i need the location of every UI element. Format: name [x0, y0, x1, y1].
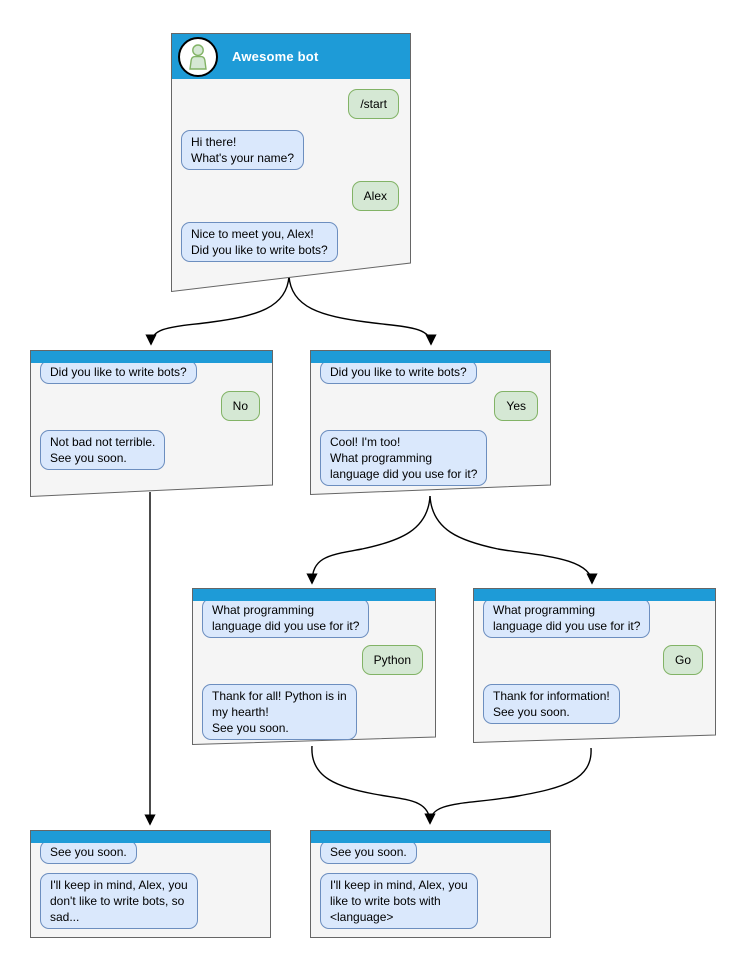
person-icon	[189, 43, 207, 70]
user-message-bubble: No	[220, 391, 260, 421]
bot-message-bubble: See you soon.	[40, 840, 137, 864]
user-message-bubble: /start	[348, 89, 399, 119]
user-message-bubble: Go	[662, 645, 703, 675]
user-message-bubble: Python	[361, 645, 423, 675]
user-message-bubble: Yes	[494, 391, 538, 421]
chat-window-main: Awesome bot /start Hi there! What's your…	[171, 33, 411, 292]
bot-message-bubble: Thank for information! See you soon.	[483, 684, 620, 724]
bot-message-bubble: Did you like to write bots?	[40, 360, 197, 384]
bot-message-bubble: Did you like to write bots?	[320, 360, 477, 384]
bot-message-bubble: I'll keep in mind, Alex, you don't like …	[40, 873, 198, 929]
connector-main-to-yes	[288, 275, 437, 346]
window-header-bar	[31, 831, 270, 843]
bot-message-bubble: See you soon.	[320, 840, 417, 864]
connector-python-to-endyes	[311, 745, 436, 825]
connector-go-to-endyes	[424, 747, 592, 825]
window-header-bar	[474, 589, 715, 601]
chat-window-branch-go: What programming language did you use fo…	[473, 588, 716, 743]
bot-message-bubble: Nice to meet you, Alex! Did you like to …	[181, 222, 338, 262]
chat-header: Awesome bot	[172, 34, 410, 79]
chat-window-end-no: See you soon. I'll keep in mind, Alex, y…	[30, 830, 271, 938]
window-header-bar	[311, 831, 550, 843]
window-header-bar	[31, 351, 272, 363]
bot-message-bubble: What programming language did you use fo…	[483, 598, 651, 638]
connector-yes-to-python	[306, 495, 431, 585]
bot-message-bubble: Not bad not terrible. See you soon.	[40, 430, 166, 470]
chat-window-branch-no: Did you like to write bots? No Not bad n…	[30, 350, 273, 497]
window-header-bar	[311, 351, 550, 363]
connector-yes-to-go	[429, 495, 598, 585]
bot-message-bubble: Thank for all! Python is in my hearth! S…	[202, 684, 357, 740]
bot-message-bubble: What programming language did you use fo…	[202, 598, 370, 638]
bot-message-bubble: I'll keep in mind, Alex, you like to wri…	[320, 873, 478, 929]
chat-window-branch-yes: Did you like to write bots? Yes Cool! I'…	[310, 350, 551, 495]
chat-window-end-yes: See you soon. I'll keep in mind, Alex, y…	[310, 830, 551, 938]
bot-message-bubble: Cool! I'm too! What programming language…	[320, 430, 488, 486]
window-header-bar	[193, 589, 435, 601]
connector-main-to-no	[145, 275, 290, 346]
chat-title: Awesome bot	[232, 49, 319, 64]
bot-message-bubble: Hi there! What's your name?	[181, 130, 305, 170]
chat-window-branch-python: What programming language did you use fo…	[192, 588, 436, 745]
user-message-bubble: Alex	[351, 181, 399, 211]
avatar	[178, 36, 218, 77]
